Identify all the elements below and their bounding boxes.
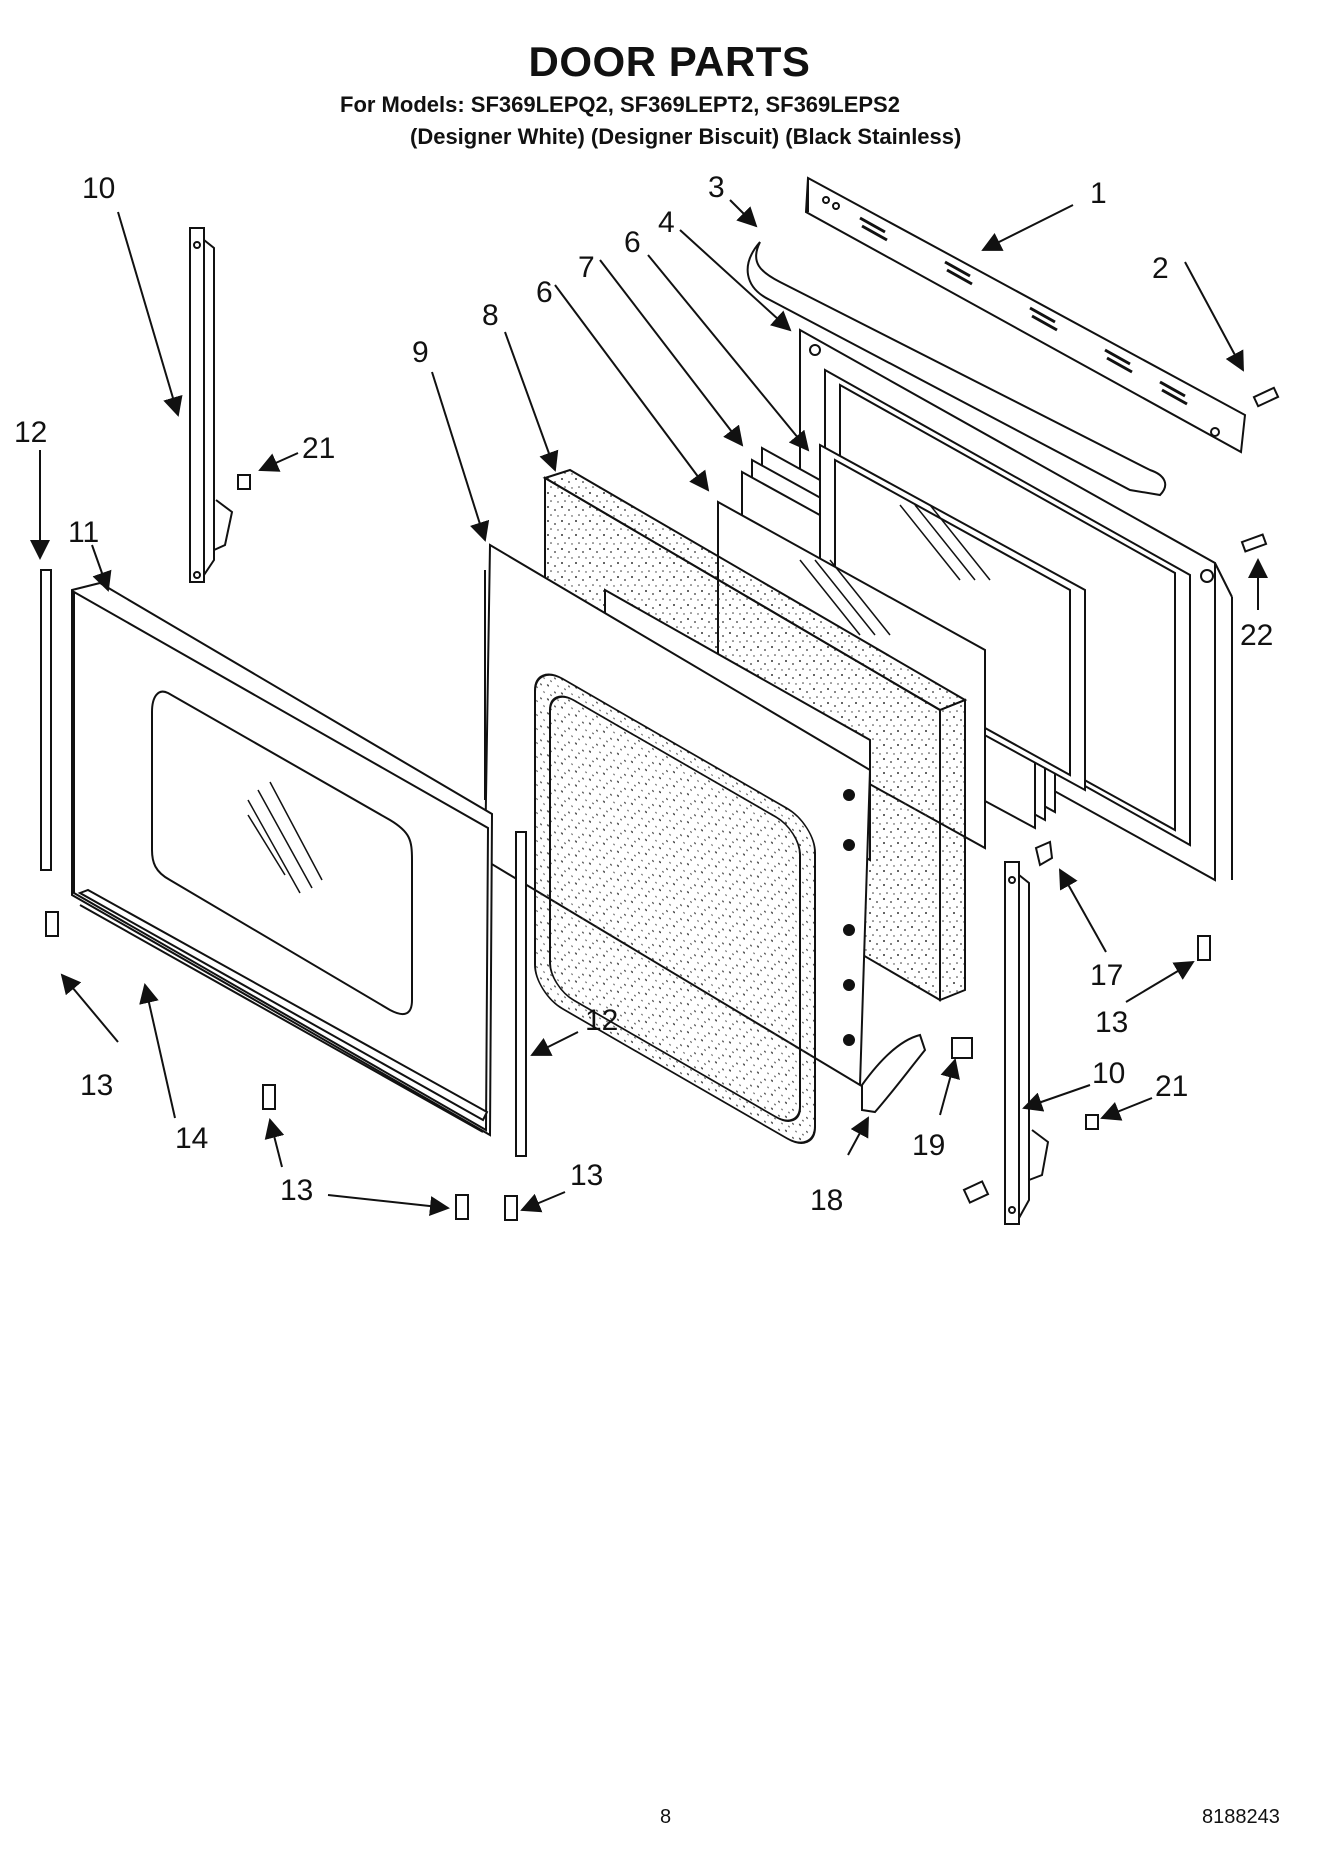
- screw-22-part: [1240, 533, 1268, 553]
- callout-9: 9: [412, 336, 429, 369]
- leader-17: [1059, 868, 1107, 953]
- callout-7: 7: [578, 251, 595, 284]
- leader-14: [139, 983, 176, 1119]
- leader-13a: [60, 973, 119, 1043]
- callout-10a: 10: [82, 172, 115, 205]
- callout-2: 2: [1152, 252, 1169, 285]
- callout-13d: 13: [1095, 1006, 1128, 1039]
- callout-12b: 12: [585, 1004, 618, 1037]
- bracket-17-part: [1034, 840, 1054, 867]
- callout-21a: 21: [302, 432, 335, 465]
- document-number: 8188243: [1202, 1806, 1280, 1828]
- callout-6b: 6: [536, 276, 553, 309]
- outer-door-panel-part: [71, 581, 494, 1137]
- leader-19: [939, 1058, 960, 1116]
- leader-10a: [117, 211, 183, 417]
- screw-13-group: [45, 911, 1211, 1221]
- callout-21b: 21: [1155, 1070, 1188, 1103]
- callout-1: 1: [1090, 177, 1107, 210]
- callout-12a: 12: [14, 416, 47, 449]
- callout-14: 14: [175, 1122, 208, 1155]
- callout-10b: 10: [1092, 1057, 1125, 1090]
- leader-3: [729, 199, 758, 228]
- leader-4: [679, 229, 792, 332]
- callout-22: 22: [1240, 619, 1273, 652]
- clip-left-part: [237, 474, 251, 490]
- leader-7: [599, 259, 744, 447]
- callout-13b: 13: [280, 1174, 313, 1207]
- callout-8: 8: [482, 299, 499, 332]
- callout-4: 4: [658, 206, 675, 239]
- screw-19-part: [951, 1037, 990, 1204]
- leader-18: [847, 1116, 869, 1156]
- page-title: DOOR PARTS: [528, 38, 811, 85]
- leader-2: [1184, 261, 1244, 372]
- leader-13d: [520, 1191, 566, 1213]
- callout-19: 19: [912, 1129, 945, 1162]
- leader-1: [981, 204, 1074, 251]
- leader-6a: [647, 254, 810, 452]
- leader-21a: [258, 452, 299, 472]
- page-number: 8: [660, 1806, 672, 1828]
- leader-9: [431, 371, 490, 542]
- model-list: For Models: SF369LEPQ2, SF369LEPT2, SF36…: [340, 92, 900, 117]
- callout-3: 3: [708, 171, 725, 204]
- side-trim-left-part: [40, 569, 52, 871]
- callout-18: 18: [810, 1184, 843, 1217]
- callout-11: 11: [68, 516, 99, 549]
- hinge-right-part: [1004, 861, 1050, 1225]
- bottom-trim-part: [77, 888, 489, 1122]
- callout-6a: 6: [624, 226, 641, 259]
- callout-13c: 13: [570, 1159, 603, 1192]
- callout-13a: 13: [80, 1069, 113, 1102]
- leader-13e: [1125, 960, 1195, 1003]
- screw-2-part: [1252, 386, 1280, 408]
- side-trim-right-part: [515, 831, 527, 1157]
- hinge-bracket-18-part: [861, 1033, 927, 1114]
- leader-21b: [1100, 1097, 1153, 1121]
- gasket-strip-part: [746, 241, 1167, 497]
- leader-12b: [530, 1031, 579, 1056]
- vent-trim-part: [804, 176, 1247, 454]
- leader-13b: [264, 1118, 285, 1168]
- leader-10b: [1022, 1084, 1091, 1112]
- leader-6b: [554, 284, 710, 492]
- door-liner-part: [483, 543, 872, 1144]
- leader-8: [504, 331, 559, 472]
- leader-11: [91, 544, 112, 592]
- finish-list: (Designer White) (Designer Biscuit) (Bla…: [410, 124, 962, 149]
- hinge-left-part: [189, 227, 234, 583]
- clip-right-part: [1085, 1114, 1099, 1130]
- callout-17: 17: [1090, 959, 1123, 992]
- leader-13c: [327, 1194, 450, 1217]
